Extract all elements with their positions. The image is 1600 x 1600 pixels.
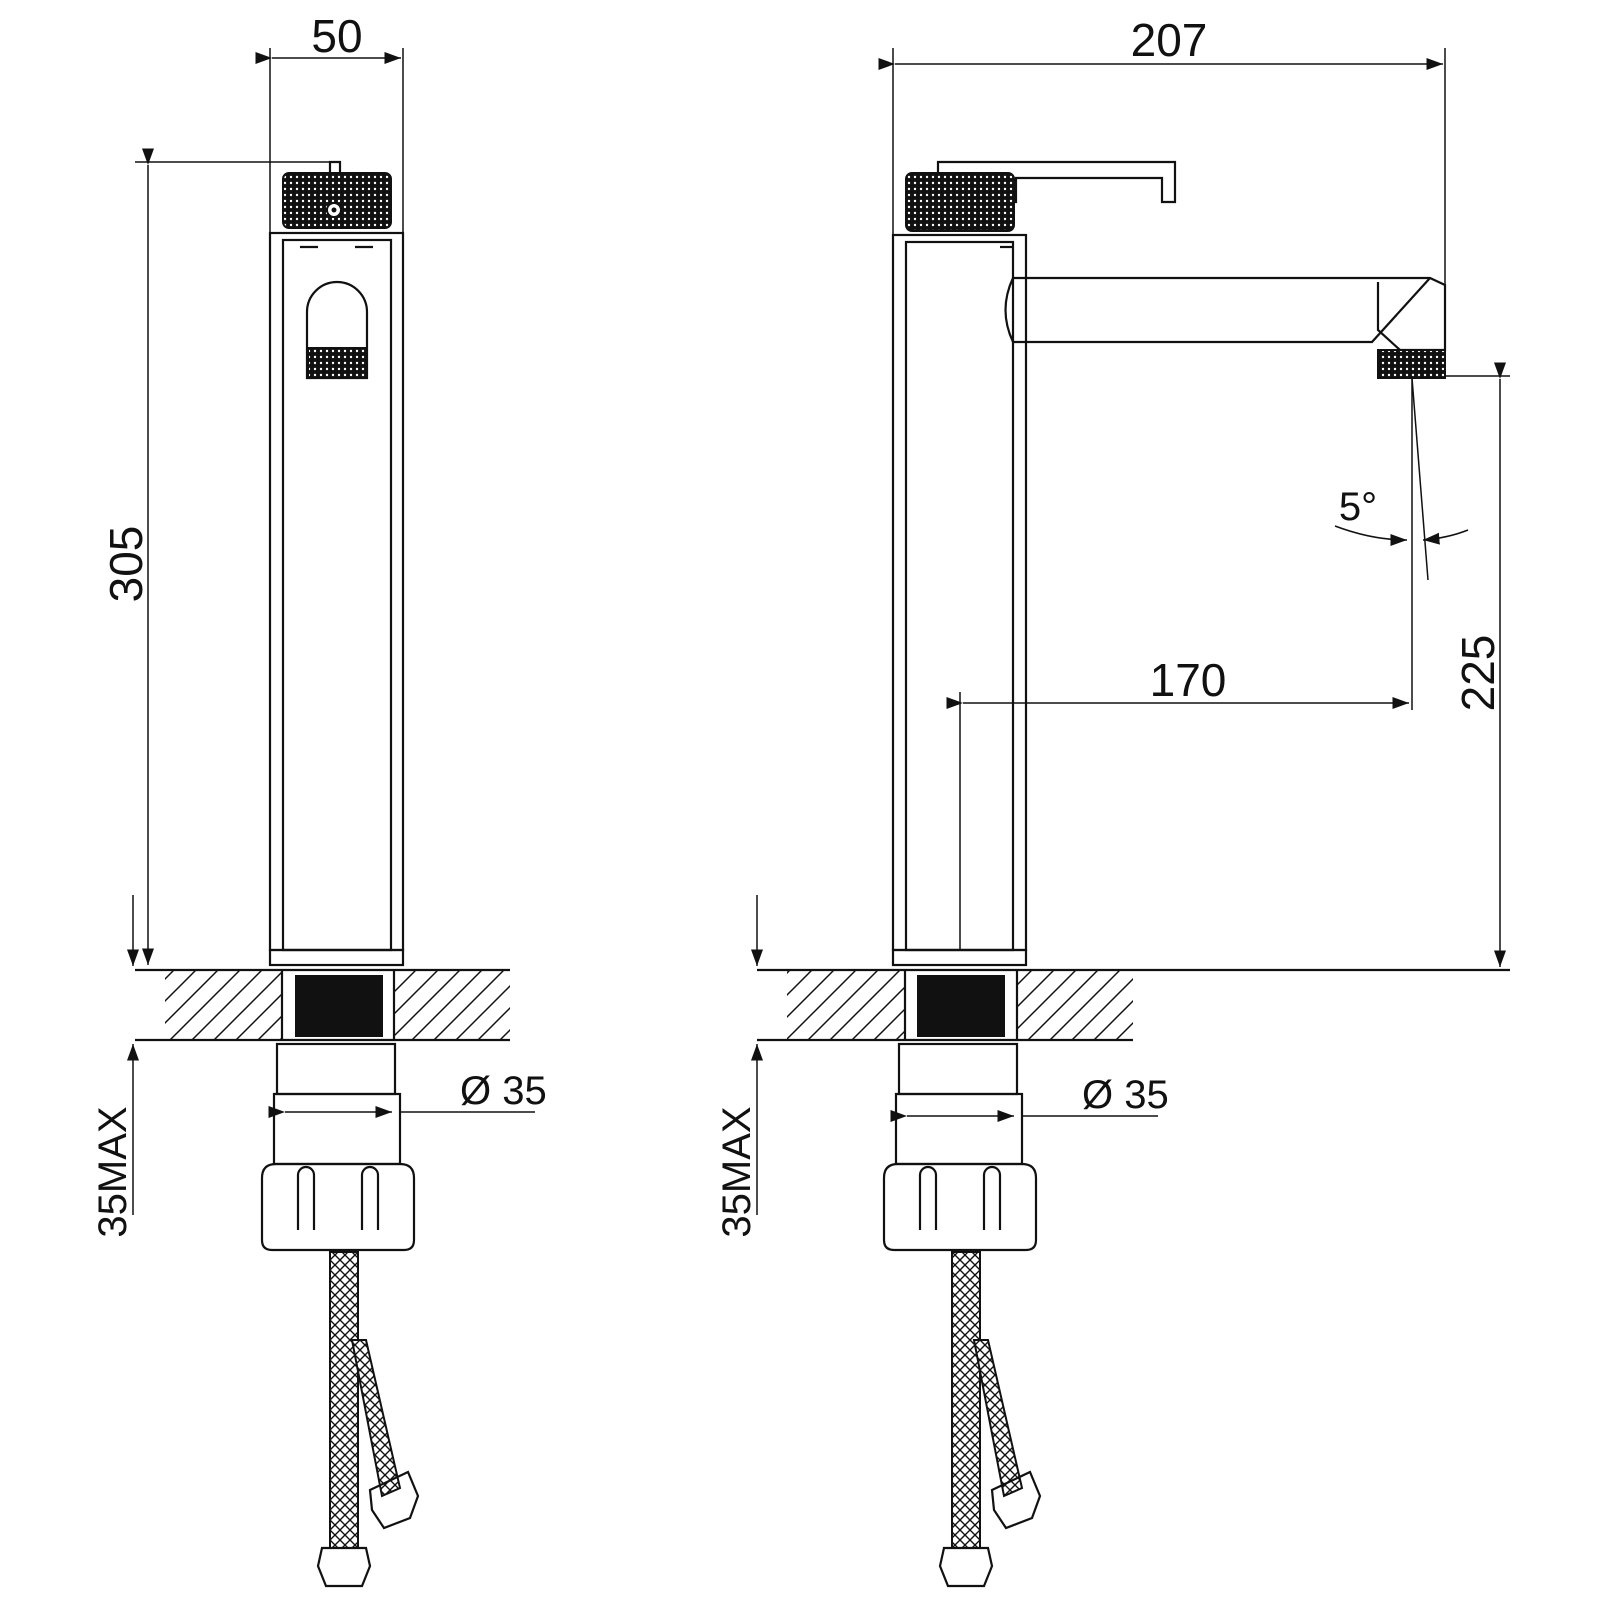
hose-1	[329, 1251, 359, 1549]
shank-lower	[897, 1042, 1019, 1096]
shank-lower	[275, 1042, 397, 1096]
deck-hatch-right	[394, 970, 510, 1040]
deck-dim-label: 35MAX	[91, 1106, 135, 1237]
body-outer	[268, 231, 405, 952]
deck-dim-label: 35MAX	[715, 1106, 759, 1237]
base-flange	[891, 948, 1028, 967]
threaded-shank	[917, 975, 1005, 1037]
hole-dim-label: Ø 35	[460, 1069, 547, 1113]
hose-1-nut	[938, 1546, 994, 1588]
fixing-nut	[260, 1162, 416, 1252]
angle-dim-label: 5°	[1339, 485, 1377, 529]
cap-screw-dot	[331, 207, 337, 213]
reach-dim-label: 170	[1150, 654, 1227, 706]
body-inner	[281, 238, 393, 952]
stream-line	[1411, 377, 1429, 581]
angle-arc-right	[1422, 529, 1469, 545]
spout-tube	[1004, 277, 1431, 344]
front-view: 50 305 35MAX	[91, 10, 547, 1588]
spout-upper	[1013, 276, 1447, 352]
knurled-cap	[905, 172, 1015, 232]
deck-hatch-right	[1017, 970, 1133, 1040]
nut-rib-2	[360, 1165, 380, 1230]
deck-hatch-left	[787, 970, 905, 1040]
deck-hatch-left	[165, 970, 282, 1040]
length-dim-label: 207	[1131, 14, 1208, 66]
nut-collar	[894, 1092, 1024, 1166]
aerator	[307, 347, 367, 379]
base-flange	[268, 948, 405, 967]
hose-2-nut	[368, 1470, 420, 1530]
outlet-window	[305, 280, 369, 380]
spout-aerator	[1377, 349, 1446, 379]
width-dim-label: 50	[311, 10, 362, 62]
hose-2	[350, 1339, 402, 1498]
outlet-dim-label: 225	[1452, 635, 1504, 712]
knurled-cap	[282, 172, 392, 229]
side-view: 207 225 5° 170	[715, 14, 1510, 1588]
nut-rib-2	[982, 1165, 1002, 1230]
fixing-nut	[882, 1162, 1038, 1252]
angle-arc-left	[1334, 525, 1408, 546]
nut-rib-1	[296, 1165, 316, 1230]
hose-1	[951, 1251, 981, 1549]
hose-1-nut	[316, 1546, 372, 1588]
nut-rib-1	[918, 1165, 938, 1230]
hose-2-nut	[990, 1470, 1042, 1530]
hole-dim-label: Ø 35	[1082, 1073, 1169, 1117]
hose-2	[972, 1339, 1024, 1498]
height-dim-label: 305	[100, 526, 152, 603]
threaded-shank	[295, 975, 383, 1037]
nut-collar	[272, 1092, 402, 1166]
